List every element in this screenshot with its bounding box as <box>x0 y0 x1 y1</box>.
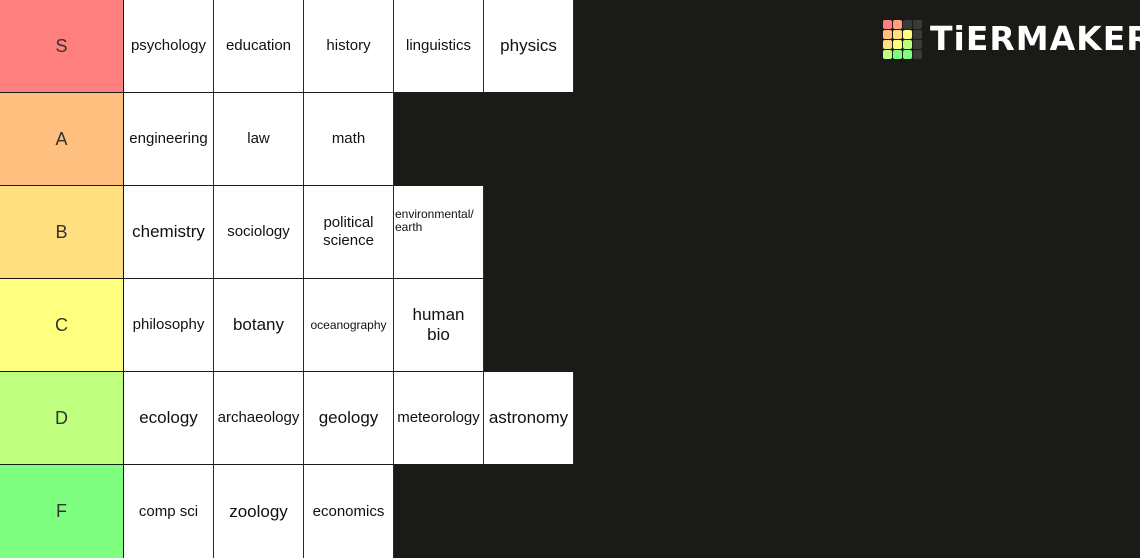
tier-items-c: philosophy botany oceanography human bio <box>124 279 484 371</box>
tier-items-b: chemistry sociology political science en… <box>124 186 484 278</box>
tier-row-b: B chemistry sociology political science … <box>0 186 1140 278</box>
tier-item[interactable]: chemistry <box>124 186 214 278</box>
logo-grid-square <box>903 19 912 29</box>
tier-row-f: F comp sci zoology economics <box>0 465 1140 558</box>
tier-item[interactable]: human bio <box>394 279 484 371</box>
logo-grid-square <box>903 39 912 49</box>
logo-grid-square <box>913 39 922 49</box>
tier-item[interactable]: zoology <box>214 465 304 558</box>
tier-item[interactable]: law <box>214 93 304 185</box>
logo-grid-square <box>883 19 892 29</box>
logo-grid-square <box>893 39 902 49</box>
tier-items-f: comp sci zoology economics <box>124 465 394 558</box>
tier-label-d[interactable]: D <box>0 372 124 464</box>
logo-grid-square <box>883 49 892 59</box>
tier-item[interactable]: economics <box>304 465 394 558</box>
tier-label-c[interactable]: C <box>0 279 124 371</box>
logo-grid-square <box>893 19 902 29</box>
tier-item[interactable]: psychology <box>124 0 214 92</box>
tier-label-s[interactable]: S <box>0 0 124 92</box>
tier-label-a[interactable]: A <box>0 93 124 185</box>
tiermaker-wordmark: TiERMAKER <box>930 19 1140 58</box>
tier-item[interactable]: education <box>214 0 304 92</box>
tier-label-b[interactable]: B <box>0 186 124 278</box>
tier-item[interactable]: linguistics <box>394 0 484 92</box>
logo-grid-square <box>903 49 912 59</box>
tier-row-d: D ecology archaeology geology meteorolog… <box>0 372 1140 464</box>
tier-item[interactable]: environmental/ earth <box>394 186 484 278</box>
logo-grid-square <box>913 49 922 59</box>
tier-item[interactable]: sociology <box>214 186 304 278</box>
tiermaker-grid-icon <box>883 19 922 59</box>
logo-grid-square <box>893 29 902 39</box>
tier-item[interactable]: geology <box>304 372 394 464</box>
tier-item[interactable]: political science <box>304 186 394 278</box>
tier-item[interactable]: math <box>304 93 394 185</box>
tier-item[interactable]: history <box>304 0 394 92</box>
logo-grid-square <box>883 29 892 39</box>
logo-grid-square <box>893 49 902 59</box>
tier-item[interactable]: meteorology <box>394 372 484 464</box>
tier-row-c: C philosophy botany oceanography human b… <box>0 279 1140 371</box>
tier-item[interactable]: botany <box>214 279 304 371</box>
tier-item[interactable]: oceanography <box>304 279 394 371</box>
tier-items-a: engineering law math <box>124 93 394 185</box>
logo-grid-square <box>913 19 922 29</box>
tier-item[interactable]: engineering <box>124 93 214 185</box>
tiermaker-logo: TiERMAKER <box>883 19 1140 59</box>
logo-grid-square <box>903 29 912 39</box>
tier-label-f[interactable]: F <box>0 465 124 558</box>
tier-items-s: psychology education history linguistics… <box>124 0 574 92</box>
tier-item[interactable]: comp sci <box>124 465 214 558</box>
tier-row-a: A engineering law math <box>0 93 1140 185</box>
tier-item[interactable]: astronomy <box>484 372 574 464</box>
logo-grid-square <box>883 39 892 49</box>
tier-row-s: S psychology education history linguisti… <box>0 0 1140 92</box>
logo-grid-square <box>913 29 922 39</box>
tier-item[interactable]: ecology <box>124 372 214 464</box>
tier-item[interactable]: philosophy <box>124 279 214 371</box>
tier-items-d: ecology archaeology geology meteorology … <box>124 372 574 464</box>
tier-item[interactable]: physics <box>484 0 574 92</box>
tier-item[interactable]: archaeology <box>214 372 304 464</box>
